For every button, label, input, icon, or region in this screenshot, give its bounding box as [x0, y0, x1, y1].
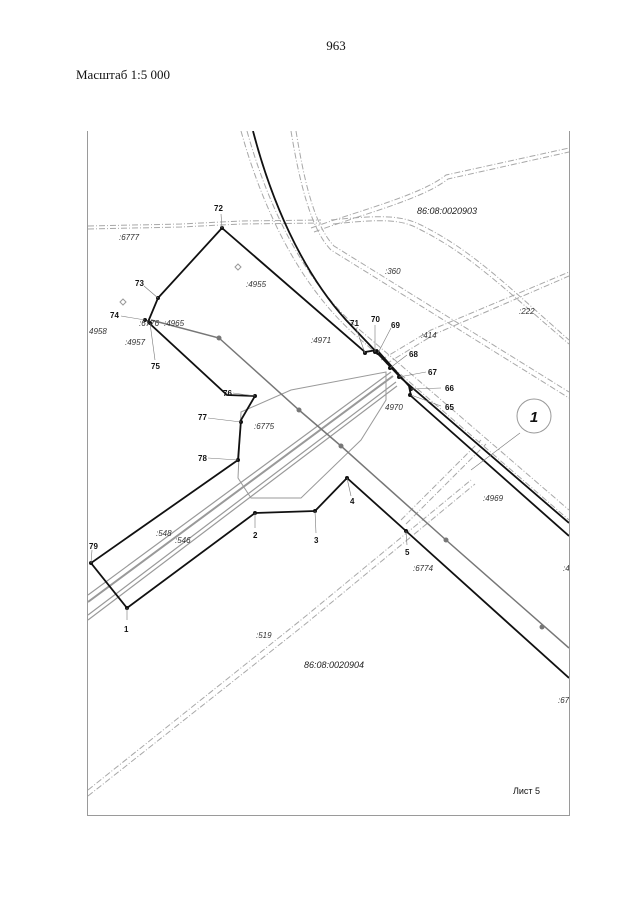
point-label: 77	[198, 413, 207, 422]
parcel-label: :548	[156, 529, 172, 538]
road-548	[88, 371, 398, 621]
boundary-main-polygon	[89, 227, 569, 679]
point-label: 75	[151, 362, 160, 371]
axis-marker	[338, 443, 344, 449]
point-label: 67	[428, 368, 437, 377]
page-number: 963	[326, 38, 346, 53]
road-ne-1	[310, 147, 569, 229]
point-label: 3	[314, 536, 319, 545]
road-ne-2b	[332, 220, 569, 345]
point-label: 79	[89, 542, 98, 551]
parcel-label: :222	[519, 307, 535, 316]
scale-label: Масштаб 1:5 000	[76, 67, 170, 82]
axis-marker	[443, 537, 449, 543]
point-label: 4	[350, 497, 355, 506]
axis-marker	[296, 407, 302, 413]
road-main-right-edge-2	[295, 131, 569, 393]
parcel-label: :6777	[119, 233, 140, 242]
sheet-label: Лист 5	[513, 786, 541, 796]
parcel-label: 4958	[89, 327, 107, 336]
road-519	[88, 479, 472, 791]
axis-line	[150, 319, 569, 649]
point-label: 68	[409, 350, 418, 359]
road-4969b	[405, 443, 487, 525]
diamond-symbols	[119, 263, 242, 306]
point-label: 65	[445, 403, 454, 412]
road-6777-b	[88, 222, 322, 230]
parcel-label: :67	[558, 696, 569, 705]
map-frame: 1 86:08:0020903 86:08:0020904 :6777 :495…	[87, 131, 570, 816]
boundary-railway-curve	[252, 131, 569, 524]
point-label: 5	[405, 548, 410, 557]
parcel-label: :4	[563, 564, 569, 573]
parcel-label: :546	[175, 536, 191, 545]
road-4969	[400, 439, 482, 521]
boundary-right-edge	[410, 395, 569, 537]
axis-marker	[216, 335, 222, 341]
parcel-label: :4955	[246, 280, 267, 289]
road-main-left-edge	[240, 131, 569, 521]
parcel-6775-outline	[237, 371, 387, 499]
axis-marker	[539, 624, 545, 630]
parcel-label: :4957	[125, 338, 146, 347]
road-main-right-edge	[290, 131, 569, 399]
boundary-north	[221, 227, 412, 397]
road-519b	[88, 483, 476, 797]
road-lines	[88, 131, 569, 797]
parcel-label: :6775	[254, 422, 275, 431]
parcel-label: :414	[421, 331, 437, 340]
parcel-label: 4970	[385, 403, 403, 412]
diamond-icon	[119, 298, 127, 306]
point-label: 73	[135, 279, 144, 288]
road-ne-1b	[313, 151, 569, 233]
diamond-icon	[234, 263, 242, 271]
point-label: 1	[124, 625, 129, 634]
zone-marker-label: 1	[530, 409, 538, 426]
parcel-label: :4971	[311, 336, 331, 345]
point-label: 69	[391, 321, 400, 330]
road-414b	[385, 275, 569, 365]
road-6777	[88, 219, 322, 227]
parcel-label: :4969	[483, 494, 504, 503]
point-label: 78	[198, 454, 207, 463]
cadastral-map: 1 86:08:0020903 86:08:0020904 :6777 :495…	[88, 131, 569, 797]
parcel-label: :6776	[139, 319, 160, 328]
point-label: 2	[253, 531, 258, 540]
point-label: 72	[214, 204, 223, 213]
parcel-label: :6774	[413, 564, 434, 573]
leader-lines	[90, 213, 521, 620]
quarter-label: 86:08:0020903	[417, 206, 477, 216]
point-label: 66	[445, 384, 454, 393]
road-ne-2	[330, 216, 569, 341]
road-main-left-edge-2	[246, 131, 569, 511]
point-label: 74	[110, 311, 119, 320]
point-label: 70	[371, 315, 380, 324]
road-414	[380, 271, 569, 361]
point-label: 71	[350, 319, 359, 328]
point-label: 76	[223, 389, 232, 398]
parcel-label: :519	[256, 631, 272, 640]
zone-marker-circle	[516, 398, 552, 434]
parcel-label: :4965	[164, 319, 185, 328]
quarter-label: 86:08:0020904	[304, 660, 364, 670]
parcel-label: :360	[385, 267, 401, 276]
